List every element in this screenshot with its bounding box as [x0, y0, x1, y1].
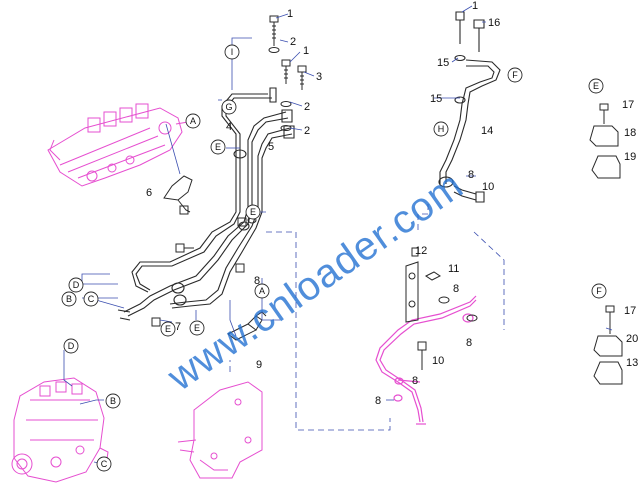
part-number-labels: 1 2 1 3 2 2 4 5 6 7 8 9 1 16 15 15 14 8 … — [146, 0, 638, 407]
leader-lines — [63, 5, 613, 465]
callout-e: E — [210, 139, 226, 155]
part-number: 12 — [415, 245, 427, 257]
callout-e: E — [588, 78, 604, 94]
callout-h: H — [433, 121, 449, 137]
callout-e: E — [245, 204, 261, 220]
svg-text:C: C — [88, 294, 95, 304]
svg-text:B: B — [110, 396, 116, 406]
part-number: 17 — [624, 305, 636, 317]
return-line-pink — [375, 295, 477, 425]
part-number: 8 — [466, 337, 472, 349]
injection-pump-top — [47, 103, 189, 187]
svg-text:E: E — [165, 324, 171, 334]
svg-text:A: A — [259, 286, 265, 296]
part-number: 15 — [437, 57, 449, 69]
svg-text:E: E — [250, 207, 256, 217]
part-number: 8 — [468, 169, 474, 181]
part-number: 1 — [472, 0, 478, 12]
callout-e: E — [189, 320, 205, 336]
part-number: 7 — [175, 321, 181, 333]
part-number: 14 — [481, 125, 493, 137]
callout-a: A — [254, 283, 270, 299]
callout-b: B — [105, 393, 121, 409]
clamp-detail-f — [593, 305, 623, 385]
part-number: 13 — [626, 357, 638, 369]
svg-text:C: C — [101, 459, 108, 469]
callout-b: B — [61, 291, 77, 307]
callout-g: G — [221, 99, 237, 115]
injection-pipes — [117, 87, 295, 321]
part-number: 8 — [254, 275, 260, 287]
callout-c: C — [83, 291, 99, 307]
part-number: 3 — [316, 71, 322, 83]
leak-off-pipe — [438, 11, 501, 203]
callout-d: D — [68, 277, 84, 293]
callout-c: C — [96, 456, 112, 472]
part-number: 2 — [304, 125, 310, 137]
callout-a: A — [185, 113, 201, 129]
return-fitting-parts — [405, 247, 478, 370]
injection-pump-bottom — [11, 377, 109, 483]
part-number: 2 — [290, 36, 296, 48]
part-number: 1 — [303, 45, 309, 57]
part-number: 16 — [488, 17, 500, 29]
part-number: 10 — [482, 181, 494, 193]
part-number: 10 — [432, 355, 444, 367]
pipe-clamp-bracket — [163, 175, 193, 213]
part-number: 19 — [624, 151, 636, 163]
part-number: 8 — [412, 375, 418, 387]
svg-text:I: I — [231, 47, 234, 57]
callout-letters: A A B B C C D D E E E E E F F G H I — [61, 44, 607, 472]
callout-f: F — [507, 67, 523, 83]
part-number: 17 — [622, 99, 634, 111]
part-number: 20 — [626, 333, 638, 345]
svg-text:G: G — [225, 102, 232, 112]
svg-text:E: E — [194, 323, 200, 333]
part-number: 2 — [304, 101, 310, 113]
bolts-and-washers — [151, 15, 307, 327]
svg-text:A: A — [190, 116, 196, 126]
part-number: 15 — [430, 93, 442, 105]
svg-text:B: B — [66, 294, 72, 304]
part-number: 8 — [375, 395, 381, 407]
part-number: 6 — [146, 187, 152, 199]
svg-text:D: D — [68, 341, 75, 351]
svg-text:F: F — [596, 286, 602, 296]
part-number: 11 — [448, 263, 459, 275]
part-number: 8 — [453, 283, 459, 295]
callout-i: I — [224, 44, 240, 60]
callout-d: D — [63, 338, 79, 354]
part-number: 1 — [287, 8, 293, 20]
part-number: 5 — [268, 141, 274, 153]
callout-f: F — [591, 283, 607, 299]
part-number: 9 — [256, 359, 262, 371]
svg-text:F: F — [512, 70, 518, 80]
callout-e: E — [160, 321, 176, 337]
svg-text:H: H — [438, 124, 445, 134]
svg-text:D: D — [73, 280, 80, 290]
svg-text:E: E — [215, 142, 221, 152]
part-number: 18 — [624, 127, 636, 139]
mounting-bracket — [177, 381, 263, 479]
watermark-text: www.cnloader.com — [159, 163, 471, 400]
svg-text:E: E — [593, 81, 599, 91]
part-number: 4 — [226, 121, 232, 133]
clamp-detail-e — [589, 103, 621, 179]
